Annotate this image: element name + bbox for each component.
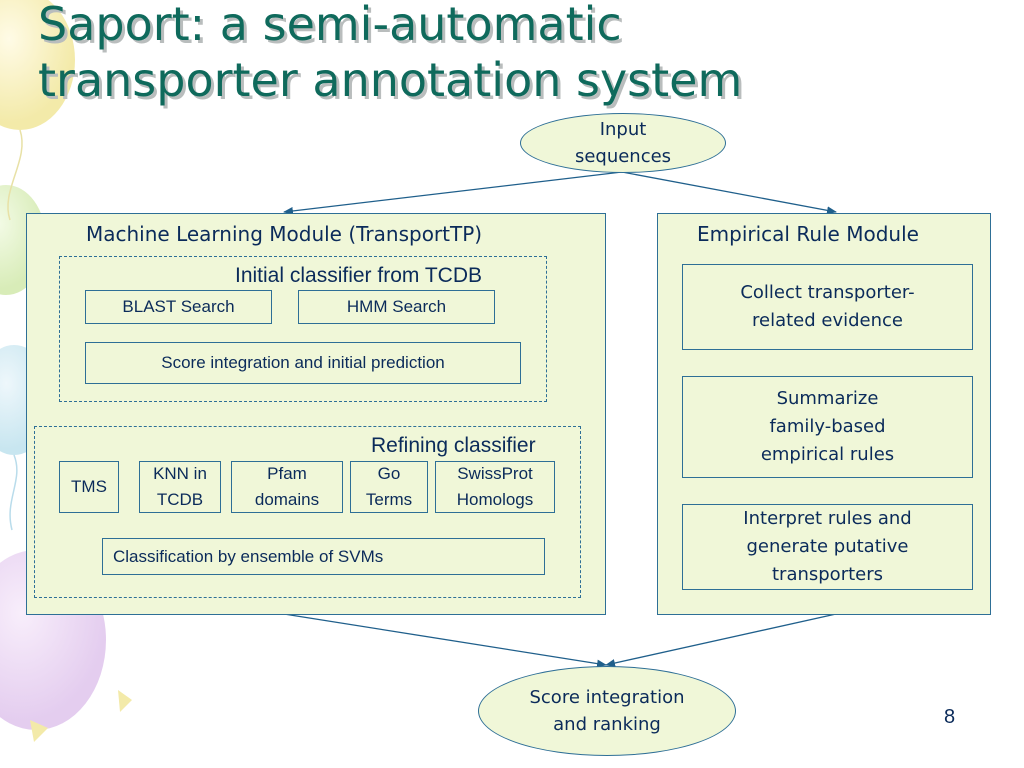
rule-step-3-line-3: transporters — [771, 564, 884, 585]
feature-swissprot-line-1: SwissProt — [457, 464, 533, 483]
feature-go-terms: Go Terms — [350, 461, 428, 513]
input-line-2: sequences — [574, 146, 672, 167]
feature-swissprot-line-2: Homologs — [456, 490, 534, 509]
page-number: 8 — [944, 706, 956, 728]
feature-pfam-line-2: domains — [254, 490, 320, 509]
rule-step-collect: Collect transporter- related evidence — [682, 264, 973, 350]
rule-module-title: Empirical Rule Module — [697, 222, 919, 246]
feature-go-line-2: Terms — [365, 490, 413, 509]
rule-step-2-line-1: Summarize — [776, 388, 879, 409]
refining-classifier-group — [34, 426, 581, 598]
input-line-1: Input — [599, 119, 647, 140]
title-line-1: Saport: a semi-automatic — [38, 0, 622, 51]
feature-knn-line-1: KNN in — [153, 464, 207, 483]
feature-knn-tcdb: KNN in TCDB — [139, 461, 221, 513]
slide-title: Saport: a semi-automatic transporter ann… — [38, 0, 742, 108]
rule-step-1-line-1: Collect transporter- — [740, 282, 915, 303]
arrow-rules-to-output — [605, 613, 837, 667]
output-line-1: Score integration — [529, 687, 685, 708]
rule-step-summarize: Summarize family-based empirical rules — [682, 376, 973, 478]
rule-step-interpret: Interpret rules and generate putative tr… — [682, 504, 973, 590]
ml-module-title: Machine Learning Module (TransportTP) — [86, 222, 483, 246]
rule-step-2-line-2: family-based — [769, 416, 886, 437]
rule-step-2-line-3: empirical rules — [760, 444, 895, 465]
rule-step-1-line-2: related evidence — [752, 310, 903, 331]
arrow-input-to-rules — [621, 171, 837, 215]
feature-pfam-domains: Pfam domains — [231, 461, 343, 513]
feature-tms-line-1: TMS — [71, 477, 107, 496]
hmm-search-node: HMM Search — [298, 290, 495, 324]
output-line-2: and ranking — [553, 714, 661, 735]
blast-search-node: BLAST Search — [85, 290, 272, 324]
initial-classifier-title: Initial classifier from TCDB — [235, 264, 482, 287]
arrow-input-to-ml — [283, 171, 623, 215]
score-integration-node: Score integration and initial prediction — [85, 342, 521, 384]
feature-pfam-line-1: Pfam — [267, 464, 307, 483]
arrow-ml-to-output — [283, 613, 607, 668]
score-integration-ranking-node: Score integration and ranking — [478, 666, 736, 756]
feature-knn-line-2: TCDB — [156, 490, 204, 509]
svm-ensemble-node: Classification by ensemble of SVMs — [102, 538, 545, 575]
feature-tms: TMS — [59, 461, 119, 513]
initial-classifier-group — [59, 256, 547, 402]
title-line-2: transporter annotation system — [38, 53, 743, 107]
feature-go-line-1: Go — [377, 464, 401, 483]
rule-step-3-line-1: Interpret rules and — [743, 508, 912, 529]
rule-step-3-line-2: generate putative — [746, 536, 909, 557]
input-sequences-node: Input sequences — [520, 113, 726, 173]
feature-swissprot-homologs: SwissProt Homologs — [435, 461, 555, 513]
refining-classifier-title: Refining classifier — [371, 434, 536, 457]
